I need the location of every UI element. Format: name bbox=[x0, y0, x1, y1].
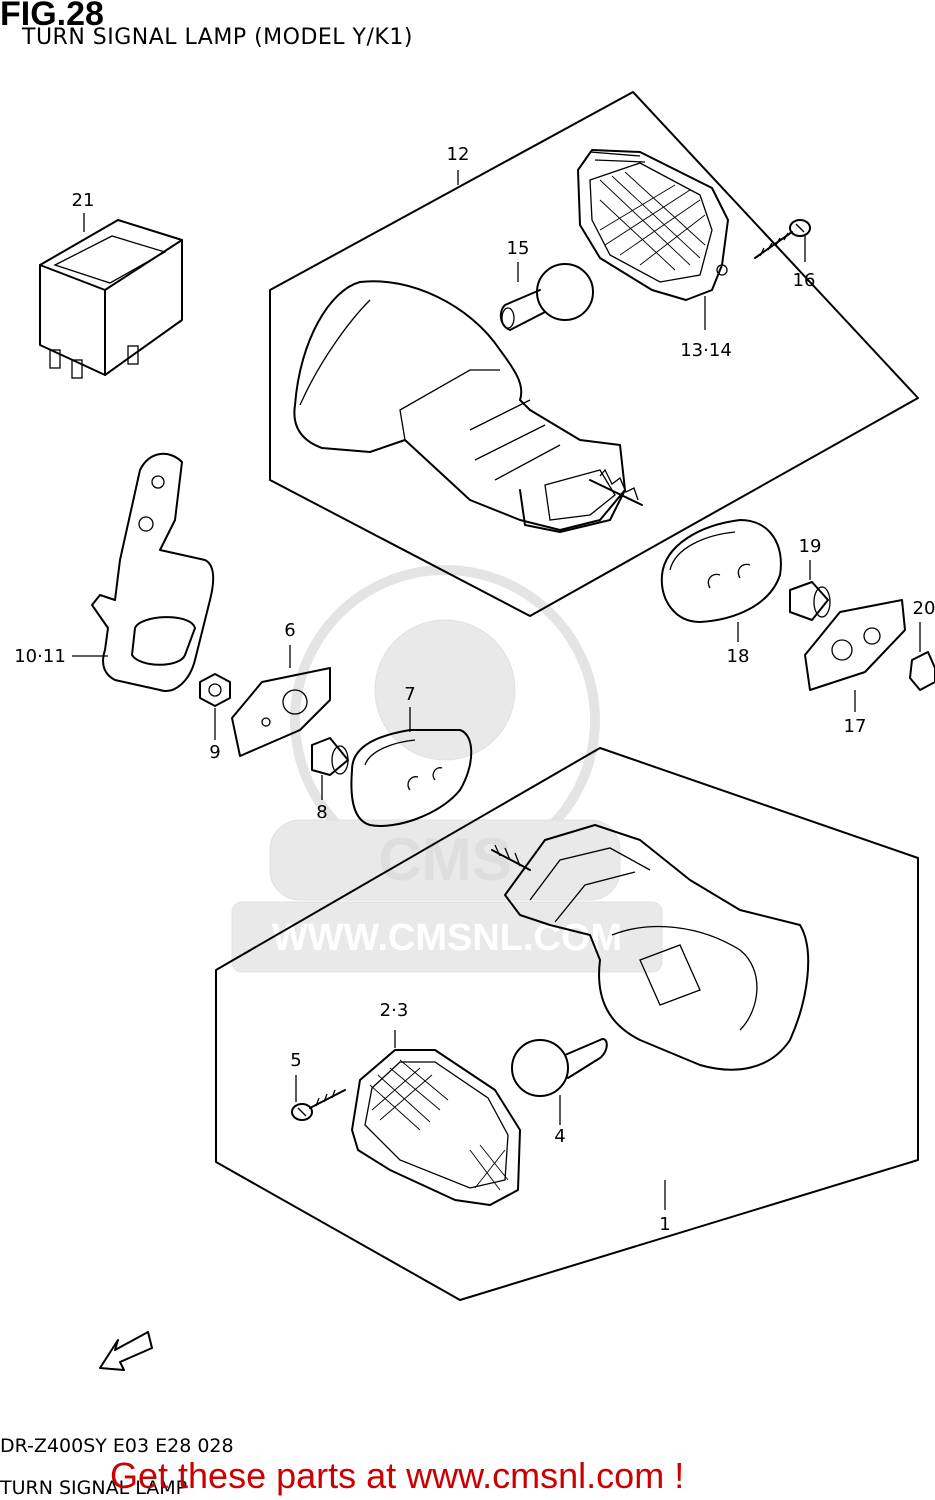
figure-number: FIG.28 bbox=[0, 0, 104, 33]
callout-12: 12 bbox=[447, 144, 470, 165]
part-8-spacer bbox=[311, 737, 349, 800]
callout-10-11: 10·11 bbox=[14, 646, 66, 667]
callout-20: 20 bbox=[913, 598, 935, 619]
part-21-relay bbox=[39, 213, 183, 379]
fwd-arrow-icon: FWD bbox=[99, 1331, 153, 1371]
part-17-gasket bbox=[804, 599, 906, 712]
part-4-bulb bbox=[511, 1038, 608, 1125]
callout-17: 17 bbox=[844, 716, 867, 737]
part-16-screw bbox=[754, 219, 811, 262]
callout-16: 16 bbox=[793, 270, 816, 291]
part-5-screw bbox=[291, 1075, 346, 1121]
figure-title: TURN SIGNAL LAMP (MODEL Y/K1) bbox=[22, 25, 413, 50]
part-12-lens bbox=[577, 149, 729, 301]
part-6-gasket bbox=[231, 645, 331, 757]
part-10-11-bracket bbox=[72, 452, 215, 692]
callout-19: 19 bbox=[799, 536, 822, 557]
callout-4: 4 bbox=[554, 1126, 565, 1147]
watermark: CMS WWW.CMSNL.COM bbox=[231, 565, 663, 973]
callout-9: 9 bbox=[209, 742, 220, 763]
part-19-spacer bbox=[789, 560, 831, 621]
callout-13-14: 13·14 bbox=[680, 340, 732, 361]
part-7-cushion bbox=[350, 707, 473, 827]
part-12-lamp-body bbox=[293, 280, 643, 533]
watermark-text: WWW.CMSNL.COM bbox=[272, 917, 622, 959]
assembly-12-outline bbox=[269, 91, 919, 617]
callout-2-3: 2·3 bbox=[380, 1000, 409, 1021]
callout-6: 6 bbox=[284, 620, 295, 641]
page-name: TURN SIGNAL LAMP bbox=[0, 1477, 188, 1499]
part-15-bulb bbox=[499, 262, 594, 331]
callout-5: 5 bbox=[290, 1050, 301, 1071]
callout-7: 7 bbox=[404, 684, 415, 705]
parts-banner-link[interactable]: Get these parts at www.cmsnl.com ! bbox=[110, 1455, 685, 1496]
assembly-1-outline bbox=[215, 747, 919, 1301]
callout-18: 18 bbox=[727, 646, 750, 667]
watermark-brand: CMS bbox=[378, 826, 511, 893]
callout-8: 8 bbox=[316, 802, 327, 823]
callout-15: 15 bbox=[507, 238, 530, 259]
part-9-nut bbox=[199, 673, 231, 740]
part-2-3-lens bbox=[351, 1030, 521, 1206]
part-18-cushion bbox=[660, 519, 782, 642]
callout-21: 21 bbox=[72, 190, 95, 211]
part-20-nut bbox=[909, 622, 935, 691]
callout-1: 1 bbox=[659, 1214, 670, 1235]
model-code: DR-Z400SY E03 E28 028 bbox=[0, 1435, 234, 1457]
part-1-lamp-body bbox=[491, 824, 810, 1071]
